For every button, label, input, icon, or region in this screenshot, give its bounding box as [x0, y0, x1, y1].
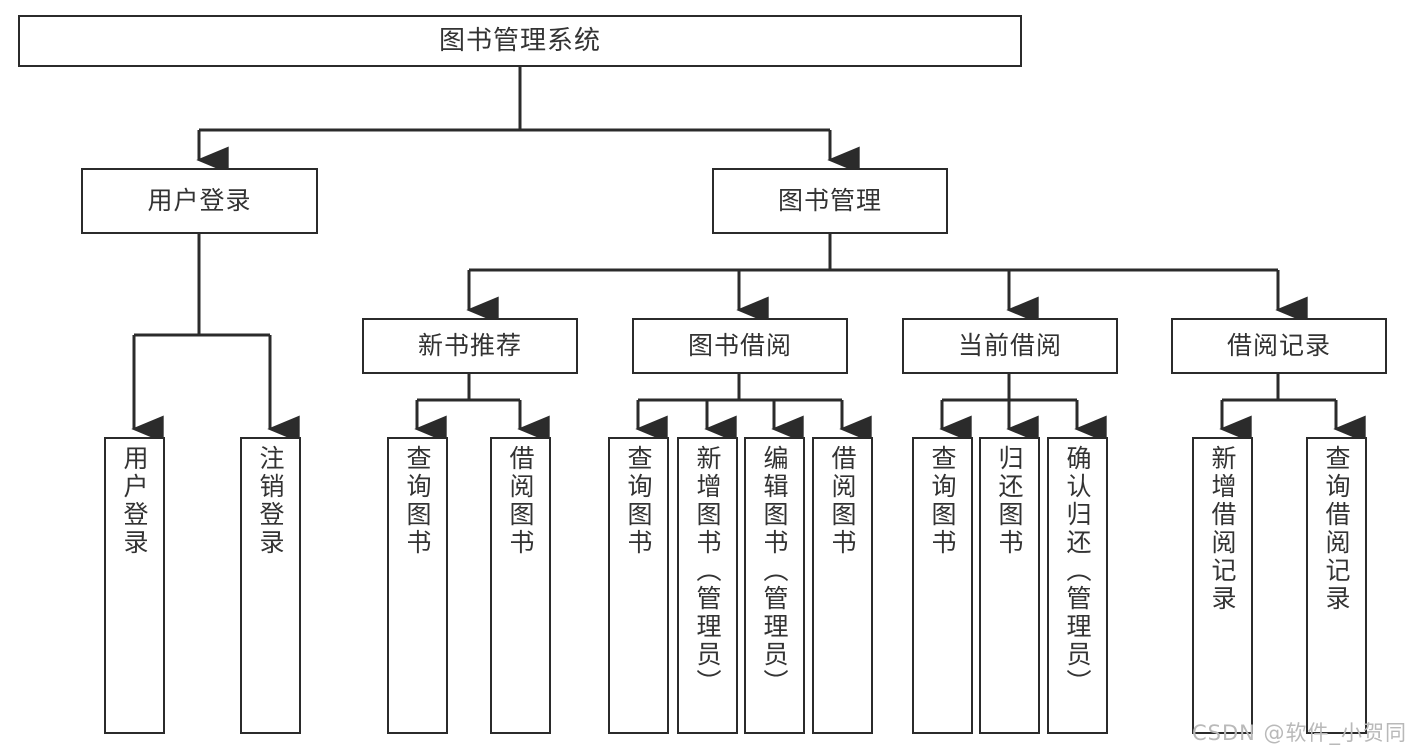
node-root-library-system[interactable]: 图书管理系统 — [18, 15, 1022, 67]
node-current-borrow[interactable]: 当前借阅 — [902, 318, 1118, 374]
node-leaf-logout-label: 注销登录 — [256, 445, 285, 557]
node-leaf-query-book-current[interactable]: 查询图书 — [912, 437, 973, 734]
node-user-login-label: 用户登录 — [147, 186, 252, 216]
edges-borrow-record-to-leaves — [1219, 374, 1366, 443]
node-leaf-borrow-book-label: 借阅图书 — [828, 445, 857, 557]
edges-user-login-to-leaves — [131, 234, 300, 443]
node-new-book-recommend-label: 新书推荐 — [417, 331, 522, 361]
node-book-borrow[interactable]: 图书借阅 — [632, 318, 848, 374]
edges-book-mgmt-to-level3 — [466, 234, 1308, 324]
node-leaf-query-book-borrow-label: 查询图书 — [624, 445, 653, 557]
node-book-borrow-label: 图书借阅 — [687, 331, 792, 361]
node-leaf-return-book[interactable]: 归还图书 — [979, 437, 1040, 734]
edges-book-borrow-to-leaves — [635, 374, 872, 443]
node-leaf-query-book-borrow[interactable]: 查询图书 — [608, 437, 669, 734]
node-leaf-query-book-current-label: 查询图书 — [928, 445, 957, 557]
node-leaf-edit-book-label: 编辑图书（管理员） — [760, 445, 789, 697]
node-leaf-query-borrow-record[interactable]: 查询借阅记录 — [1306, 437, 1367, 734]
node-leaf-borrow-book-recommend[interactable]: 借阅图书 — [490, 437, 551, 734]
node-user-login[interactable]: 用户登录 — [81, 168, 318, 234]
node-borrow-record-label: 借阅记录 — [1226, 331, 1331, 361]
node-leaf-edit-book[interactable]: 编辑图书（管理员） — [744, 437, 805, 734]
node-book-management-label: 图书管理 — [777, 186, 882, 216]
node-leaf-add-borrow-record[interactable]: 新增借阅记录 — [1192, 437, 1253, 734]
node-current-borrow-label: 当前借阅 — [957, 331, 1062, 361]
node-leaf-borrow-book[interactable]: 借阅图书 — [812, 437, 873, 734]
csdn-watermark: CSDN @软件_小贺同学 — [1192, 721, 1405, 745]
node-leaf-add-borrow-record-label: 新增借阅记录 — [1208, 445, 1237, 613]
edges-root-to-level2 — [196, 67, 860, 174]
node-leaf-add-book-label: 新增图书（管理员） — [693, 445, 722, 697]
node-borrow-record[interactable]: 借阅记录 — [1171, 318, 1387, 374]
node-leaf-query-borrow-record-label: 查询借阅记录 — [1322, 445, 1351, 613]
edges-current-borrow-to-leaves — [939, 374, 1107, 443]
node-new-book-recommend[interactable]: 新书推荐 — [362, 318, 578, 374]
node-leaf-query-book-recommend[interactable]: 查询图书 — [387, 437, 448, 734]
node-leaf-logout[interactable]: 注销登录 — [240, 437, 301, 734]
node-root-label: 图书管理系统 — [438, 25, 601, 56]
edges-new-book-to-leaves — [414, 374, 550, 443]
node-book-management[interactable]: 图书管理 — [712, 168, 948, 234]
node-leaf-user-login[interactable]: 用户登录 — [104, 437, 165, 734]
node-leaf-add-book[interactable]: 新增图书（管理员） — [677, 437, 738, 734]
node-leaf-return-book-label: 归还图书 — [995, 445, 1024, 557]
node-leaf-user-login-label: 用户登录 — [120, 445, 149, 557]
node-leaf-confirm-return-label: 确认归还（管理员） — [1063, 445, 1092, 697]
node-leaf-borrow-book-recommend-label: 借阅图书 — [506, 445, 535, 557]
node-leaf-query-book-recommend-label: 查询图书 — [403, 445, 432, 557]
node-leaf-confirm-return[interactable]: 确认归还（管理员） — [1047, 437, 1108, 734]
